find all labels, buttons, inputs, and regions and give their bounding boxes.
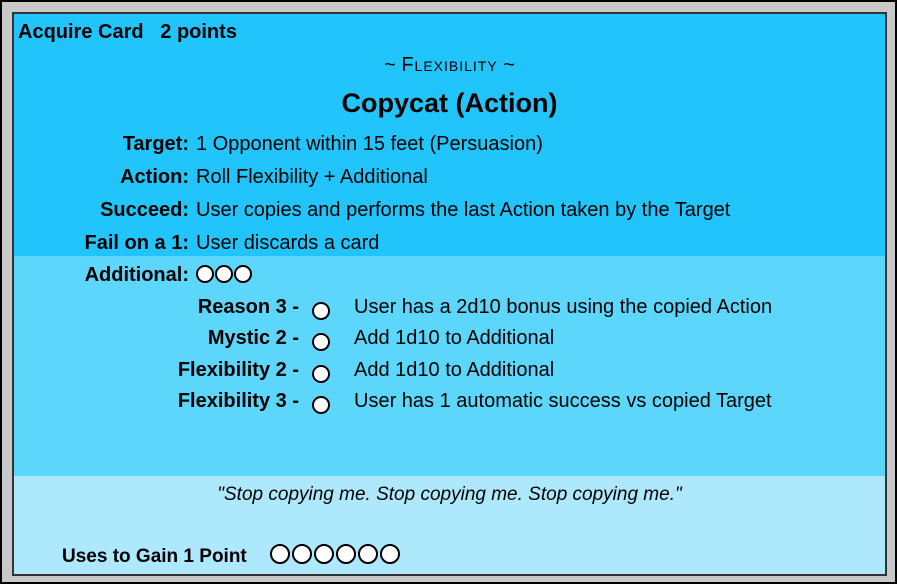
field-label: Action:: [120, 166, 189, 188]
option-row: Reason 3 - User has a 2d10 bonus using t…: [14, 296, 885, 322]
uses-circle[interactable]: [314, 544, 334, 564]
option-row: Mystic 2 - Add 1d10 to Additional: [14, 327, 885, 353]
option-label: Mystic 2 -: [207, 327, 299, 349]
field-label: Target:: [122, 133, 189, 155]
acquire-label: Acquire Card: [18, 21, 144, 43]
option-label: Flexibility 3 -: [177, 390, 299, 412]
field-label: Succeed:: [100, 199, 189, 221]
field-value: User copies and performs the last Action…: [196, 199, 731, 221]
field-label: Fail on a 1:: [84, 232, 189, 254]
option-label: Flexibility 2 -: [177, 359, 299, 381]
category-label: Flexibility: [401, 54, 498, 76]
uses-circle[interactable]: [380, 544, 400, 564]
option-row: Flexibility 3 - User has 1 automatic suc…: [14, 390, 885, 416]
uses-circle[interactable]: [270, 544, 290, 564]
uses-circle[interactable]: [336, 544, 356, 564]
field-succeed: Succeed: User copies and performs the la…: [14, 199, 885, 225]
uses-circles: [270, 544, 402, 564]
option-text: Add 1d10 to Additional: [354, 327, 555, 349]
uses-circle[interactable]: [292, 544, 312, 564]
additional-circles: [196, 265, 253, 283]
option-circle[interactable]: [312, 395, 330, 414]
option-row: Flexibility 2 - Add 1d10 to Additional: [14, 359, 885, 385]
card-title: Copycat (Action): [341, 88, 558, 118]
field-value: 1 Opponent within 15 feet (Persuasion): [196, 133, 543, 155]
field-value: Roll Flexibility + Additional: [196, 166, 428, 188]
option-label: Reason 3 -: [197, 296, 299, 318]
additional-circle[interactable]: [196, 265, 214, 283]
field-value: User discards a card: [196, 232, 380, 254]
field-action: Action: Roll Flexibility + Additional: [14, 166, 885, 192]
card-top-section: [14, 14, 885, 256]
card-header: Acquire Card 2 points: [18, 21, 237, 44]
additional-circle[interactable]: [215, 265, 233, 283]
uses-label: Uses to Gain 1 Point: [62, 546, 247, 567]
option-text: User has 1 automatic success vs copied T…: [354, 390, 772, 412]
uses-circle[interactable]: [358, 544, 378, 564]
field-fail: Fail on a 1: User discards a card: [14, 232, 885, 258]
card-footer-section: [14, 476, 885, 574]
card: Acquire Card 2 points ~ Flexibility ~ Co…: [12, 12, 887, 576]
option-circle[interactable]: [312, 364, 330, 383]
card-category: ~ Flexibility ~: [384, 54, 515, 76]
field-target: Target: 1 Opponent within 15 feet (Persu…: [14, 133, 885, 159]
points-label: 2 points: [160, 21, 237, 43]
additional-circle[interactable]: [234, 265, 252, 283]
option-text: Add 1d10 to Additional: [354, 359, 555, 381]
option-circle[interactable]: [312, 332, 330, 351]
additional-row: Additional:: [14, 264, 885, 290]
flavor-quote: "Stop copying me. Stop copying me. Stop …: [217, 484, 682, 505]
additional-label: Additional:: [84, 264, 189, 286]
option-text: User has a 2d10 bonus using the copied A…: [354, 296, 773, 318]
card-additional-section: [14, 256, 885, 476]
option-circle[interactable]: [312, 301, 330, 320]
